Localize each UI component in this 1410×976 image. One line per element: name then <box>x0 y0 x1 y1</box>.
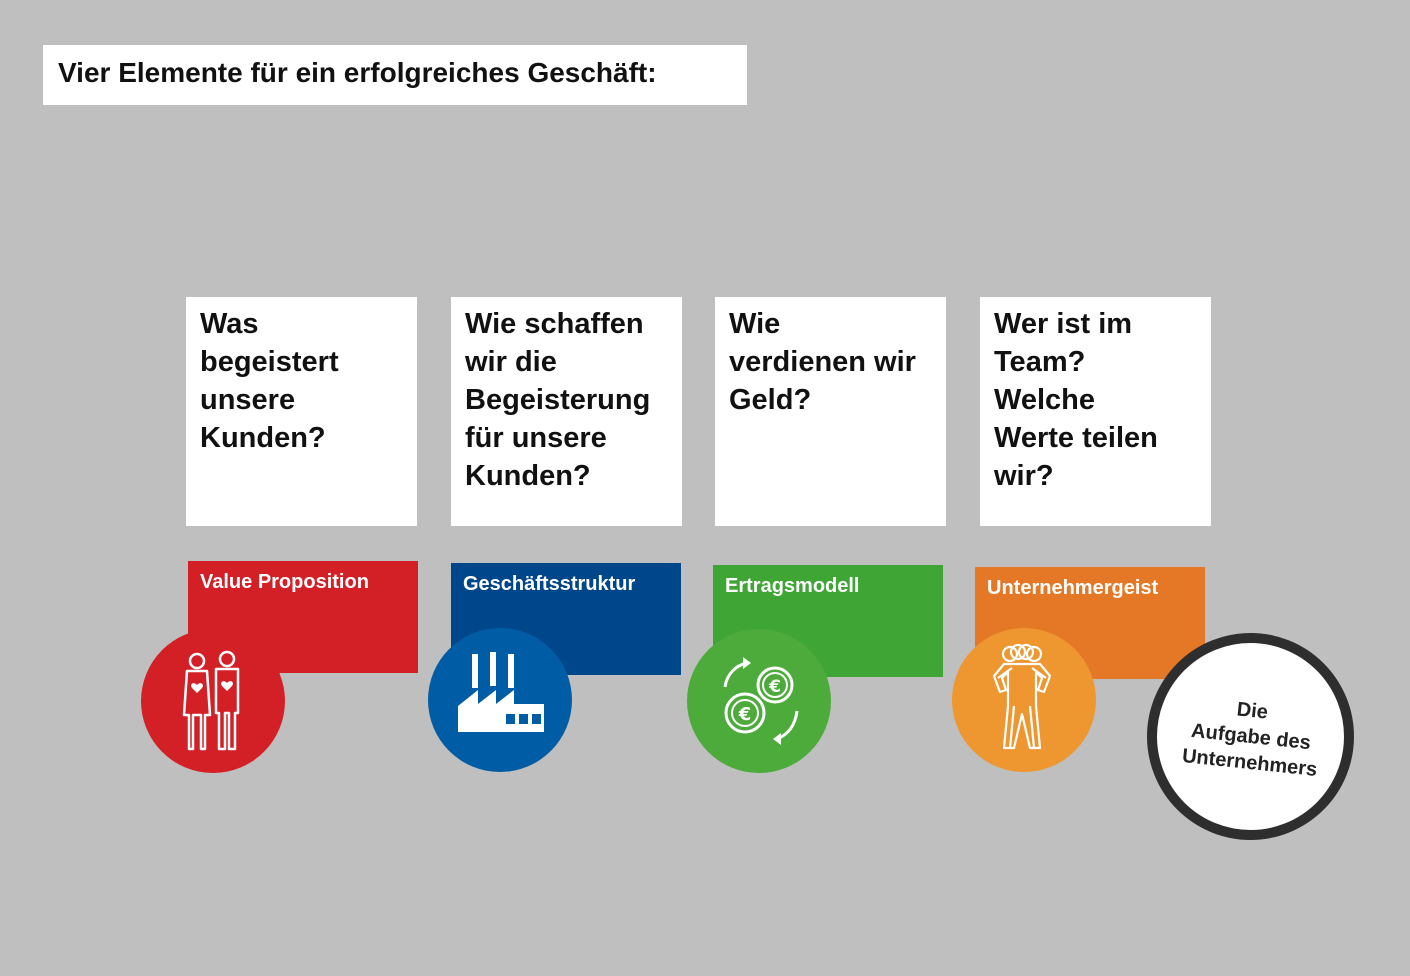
page-title: Vier Elemente für ein erfolgreiches Gesc… <box>43 45 747 105</box>
question-line: Werte teilen <box>994 422 1158 454</box>
question-line: unsere <box>200 384 296 416</box>
final-circle-unternehmer: Die Aufgabe des Unternehmers <box>1147 633 1354 840</box>
question-card-value-proposition: Was begeistert unsere Kunden? <box>186 297 417 526</box>
geschaeftsstruktur-circle <box>428 628 572 772</box>
question-line: Team? <box>994 346 1086 378</box>
question-line: Wer ist im <box>994 308 1133 340</box>
question-line: begeistert <box>200 346 339 378</box>
ertragsmodell-circle: € € <box>687 629 831 773</box>
question-line: Kunden? <box>465 460 591 492</box>
svg-text:€: € <box>738 704 752 725</box>
unternehmergeist-circle <box>952 628 1096 772</box>
question-line: Welche <box>994 384 1096 416</box>
question-line: wir die <box>465 346 557 378</box>
question-card-geschaeftsstruktur: Wie schaffen wir die Begeisterung für un… <box>451 297 682 526</box>
value-proposition-circle <box>141 629 285 773</box>
question-line: Was <box>200 308 259 340</box>
question-line: Geld? <box>729 384 812 416</box>
question-line: Begeisterung <box>465 384 651 416</box>
question-line: Wie schaffen <box>465 308 644 340</box>
question-card-ertragsmodell: Wie verdienen wir Geld? <box>715 297 946 526</box>
euro-coins-icon: € € <box>723 657 799 745</box>
couple-heart-icon <box>182 650 240 751</box>
factory-icon <box>458 652 544 732</box>
question-card-unternehmergeist: Wer ist im Team? Welche Werte teilen wir… <box>980 297 1211 526</box>
final-circle-text: Die Aufgabe des Unternehmers <box>1169 693 1333 781</box>
svg-text:€: € <box>768 677 781 697</box>
team-icon <box>992 643 1052 750</box>
question-line: Wie <box>729 308 781 340</box>
question-line: für unsere <box>465 422 607 454</box>
question-line: wir? <box>994 460 1054 492</box>
question-line: verdienen wir <box>729 346 916 378</box>
question-line: Kunden? <box>200 422 326 454</box>
